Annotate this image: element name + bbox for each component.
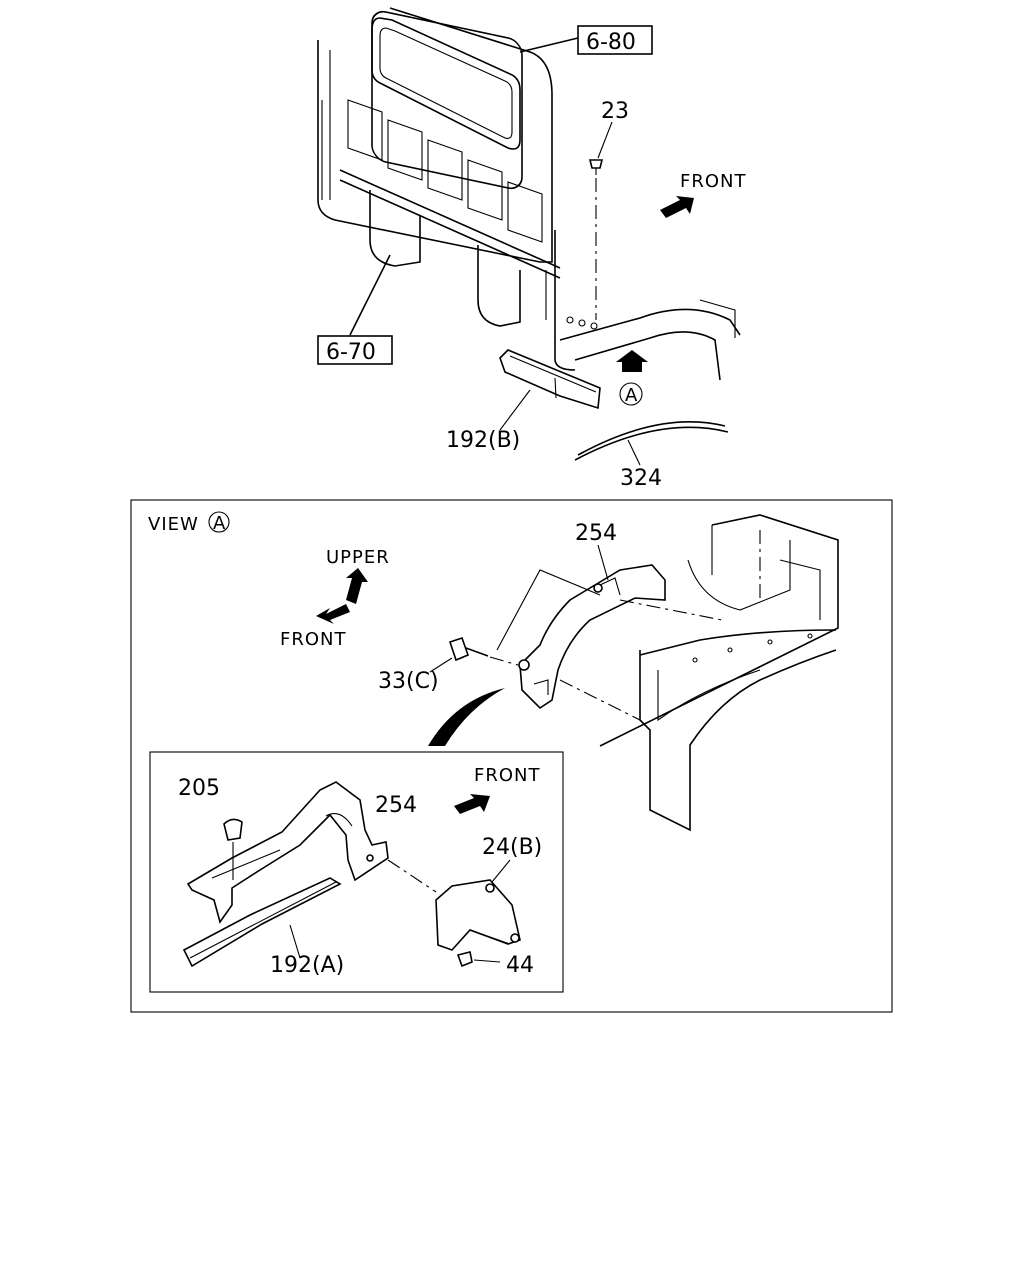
view-a-arrow-icon [616, 350, 648, 372]
front-arrow-icon-inset [454, 794, 490, 814]
ref-box-6-70 [317, 335, 393, 365]
part-44-label: 44 [506, 953, 534, 978]
view-a-marker-circle [208, 511, 230, 533]
clip-205 [223, 818, 243, 880]
front-label-inset: FRONT [474, 765, 541, 786]
view-a-marker-label: A [213, 513, 226, 534]
part-254-inset-label: 254 [375, 793, 417, 818]
detail-arrow-icon [428, 688, 505, 746]
leader-bolt-view-2 [559, 679, 641, 721]
view-marker-label: A [625, 385, 638, 406]
view-a-frame [130, 499, 893, 1013]
bolt-33c [429, 636, 519, 673]
strip-192a-inset [182, 877, 342, 968]
leader-254-tick [597, 544, 609, 581]
part-205-label: 205 [178, 776, 220, 801]
upper-arrow-icon [346, 568, 368, 604]
part-24b-label: 24(B) [482, 835, 542, 860]
part-192b-label: 192(B) [446, 428, 520, 453]
part-33c-label: 33(C) [378, 669, 439, 694]
front-arrow-icon-top [660, 196, 694, 218]
view-marker-circle [619, 382, 643, 406]
cab-rear-assembly [317, 7, 741, 381]
leader-bolt-view-1 [619, 599, 723, 621]
view-a-title: VIEW [148, 514, 199, 535]
part-324-label: 324 [620, 466, 662, 491]
bracket-254-view [518, 564, 666, 710]
part-324-arch-strip [574, 421, 729, 466]
part-254-view-label: 254 [575, 521, 617, 546]
part-192a-label: 192(A) [270, 953, 344, 978]
cover-24b [387, 859, 521, 951]
leader-254-view [496, 569, 601, 651]
part-192b-mudguard-strip [499, 349, 601, 431]
leader-6-80 [519, 37, 579, 53]
ref-6-80-label: 6-80 [586, 30, 636, 55]
bracket-254-inset [186, 781, 389, 924]
part-23-label: 23 [601, 99, 629, 124]
ref-box-6-80 [577, 25, 653, 55]
front-label-top: FRONT [680, 171, 747, 192]
front-arrow-icon-view [316, 604, 350, 624]
inset-frame [149, 751, 564, 993]
vent-row [347, 99, 543, 243]
leader-6-70 [349, 254, 391, 336]
upper-label: UPPER [326, 547, 390, 568]
view-a-wheelhouse [599, 514, 839, 832]
front-label-view: FRONT [280, 629, 347, 650]
screw-44 [456, 951, 501, 968]
ref-6-70-label: 6-70 [326, 340, 376, 365]
screw-23 [588, 121, 613, 320]
